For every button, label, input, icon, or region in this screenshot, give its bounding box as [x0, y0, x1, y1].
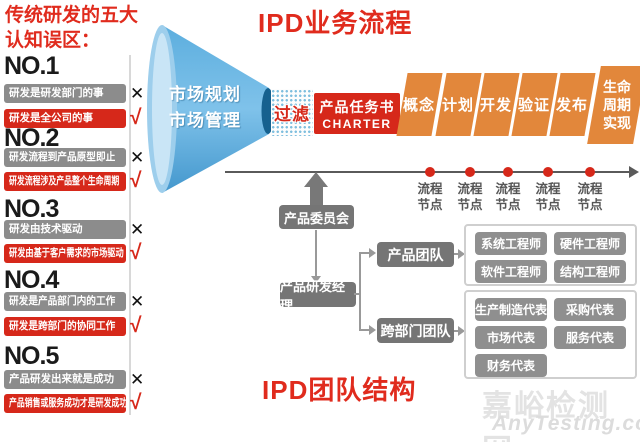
misconception-3-right: 研发由基于客户需求的市场驱动 — [4, 244, 126, 263]
committee-box: 产品委员会 — [279, 205, 354, 229]
engineer-box: 软件工程师 — [475, 260, 547, 283]
process-node-dot — [585, 167, 595, 177]
representative-box: 服务代表 — [554, 326, 626, 349]
manager-box: 产品研发经理 — [280, 279, 356, 313]
timeline-arrow-icon — [629, 166, 639, 178]
misconception-4-number: NO.4 — [4, 266, 59, 294]
process-node-label: 流程节点 — [495, 182, 521, 212]
cross-team-connector — [359, 329, 369, 331]
cross-mark-icon: ✕ — [130, 84, 145, 103]
misconception-1-wrong: 研发是研发部门的事 — [4, 84, 126, 103]
funnel-label-line1: 市场规划 — [169, 85, 241, 104]
stage-concept: 概念 — [396, 73, 443, 136]
misconceptions-title: 传统研发的五大 认知误区： — [5, 4, 155, 53]
panel-divider — [129, 55, 131, 415]
misconception-5-right: 产品销售或服务成功才是研发成功 — [4, 394, 126, 413]
cross-team-box: 跨部门团队 — [377, 318, 454, 343]
funnel-label: 市场规划 市场管理 — [169, 82, 269, 135]
charter-line1: 产品任务书 — [319, 98, 395, 115]
charter-box: 产品任务书 CHARTER — [314, 93, 400, 134]
right-arrow-icon — [369, 248, 376, 258]
cross-mark-icon: ✕ — [130, 220, 145, 239]
representative-box: 市场代表 — [475, 326, 548, 349]
process-node-dot — [425, 167, 435, 177]
process-node-dot — [543, 167, 553, 177]
misconception-2-wrong: 研发流程到产品原型即止 — [4, 148, 126, 167]
teams-connector-vertical — [359, 252, 361, 331]
stage-lifecycle: 生命周期实现 — [587, 66, 640, 144]
right-arrow-icon — [369, 325, 376, 335]
committee-up-arrow-icon — [304, 172, 328, 187]
cross-mark-icon: ✕ — [130, 148, 145, 167]
representatives-connector — [454, 330, 459, 332]
engineer-box: 结构工程师 — [554, 260, 626, 283]
representatives-group: 生产制造代表 采购代表 市场代表 服务代表 财务代表 — [464, 290, 637, 379]
watermark-line2: AnyTesting.com — [492, 412, 640, 435]
right-arrow-icon — [458, 326, 465, 336]
cross-mark-icon: ✕ — [130, 292, 145, 311]
stage-release: 发布 — [549, 73, 596, 136]
check-mark-icon: √ — [130, 241, 142, 264]
misconception-3-wrong: 研发由技术驱动 — [4, 220, 126, 239]
team-title: IPD团队结构 — [262, 375, 417, 405]
representative-box: 采购代表 — [554, 298, 626, 321]
watermark-line1: 嘉峪检测网 — [482, 390, 610, 442]
process-node-label: 流程节点 — [457, 182, 483, 212]
committee-manager-connector — [315, 230, 317, 278]
process-node-label: 流程节点 — [417, 182, 443, 212]
representative-box: 财务代表 — [475, 354, 548, 377]
engineer-box: 硬件工程师 — [554, 232, 626, 255]
engineer-box: 系统工程师 — [475, 232, 547, 255]
manager-connector-stub — [354, 293, 361, 295]
engineers-connector — [454, 253, 459, 255]
misconception-1-right: 研发是全公司的事 — [4, 109, 126, 128]
misconception-5-wrong: 产品研发出来就是成功 — [4, 370, 126, 389]
misconception-3-number: NO.3 — [4, 195, 59, 223]
funnel-icon — [147, 25, 275, 193]
funnel-label-line2: 市场管理 — [169, 111, 241, 131]
misconception-1-number: NO.1 — [4, 52, 59, 80]
filter-mesh: 过滤 — [271, 89, 313, 136]
misconception-4-wrong: 研发是产品部门内的工作 — [4, 292, 126, 311]
committee-up-arrow-stem — [310, 186, 323, 206]
product-team-box: 产品团队 — [377, 242, 454, 267]
process-node-label: 流程节点 — [535, 182, 561, 212]
misconception-4-right: 研发是跨部门的协同工作 — [4, 317, 126, 336]
engineers-group: 系统工程师 硬件工程师 软件工程师 结构工程师 — [464, 224, 637, 286]
cross-mark-icon: ✕ — [130, 370, 145, 389]
process-node-dot — [465, 167, 475, 177]
misconceptions-title-line1: 传统研发的五大 — [5, 5, 139, 26]
check-mark-icon: √ — [130, 391, 142, 414]
check-mark-icon: √ — [130, 106, 142, 129]
down-arrow-icon — [311, 276, 321, 283]
process-title: IPD业务流程 — [258, 8, 413, 38]
process-node-dot — [503, 167, 513, 177]
filter-label: 过滤 — [274, 105, 310, 124]
representative-box: 生产制造代表 — [475, 298, 548, 321]
misconceptions-title-line2: 认知误区： — [5, 29, 101, 51]
misconception-2-number: NO.2 — [4, 124, 59, 152]
check-mark-icon: √ — [130, 314, 142, 337]
misconception-5-number: NO.5 — [4, 342, 59, 370]
process-node-label: 流程节点 — [577, 182, 603, 212]
charter-line2: CHARTER — [322, 116, 392, 131]
product-team-connector — [359, 252, 369, 254]
right-arrow-icon — [458, 249, 465, 259]
check-mark-icon: √ — [130, 169, 142, 192]
misconception-2-right: 研发流程涉及产品整个生命周期 — [4, 172, 126, 191]
